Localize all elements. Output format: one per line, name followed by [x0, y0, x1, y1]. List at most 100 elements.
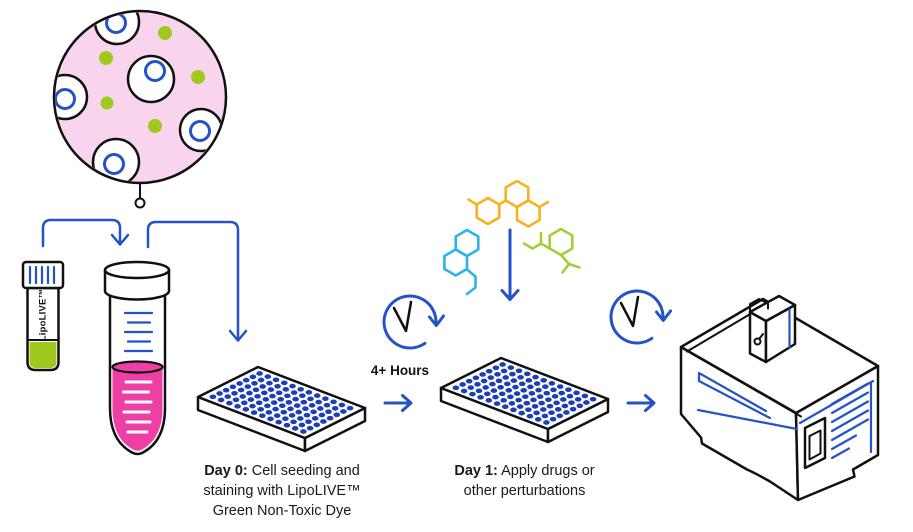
well — [535, 387, 542, 393]
well — [331, 406, 339, 411]
well — [267, 387, 275, 392]
well — [239, 394, 246, 399]
well — [510, 407, 517, 413]
well-plate-day1 — [439, 356, 610, 444]
well — [541, 413, 549, 419]
well — [269, 393, 276, 399]
well — [493, 401, 501, 406]
tube-cap-top — [103, 260, 171, 280]
well — [320, 419, 327, 424]
well — [479, 372, 486, 377]
well — [525, 378, 533, 383]
well — [279, 403, 286, 409]
well — [513, 391, 521, 396]
well — [480, 378, 488, 384]
well — [492, 394, 499, 400]
well — [275, 419, 283, 425]
tube-liquid — [112, 368, 163, 451]
molecule-bond — [475, 196, 501, 226]
well — [499, 362, 506, 367]
well — [252, 387, 260, 393]
molecule-cyan — [443, 228, 480, 296]
well — [272, 377, 280, 383]
well — [323, 402, 331, 408]
well — [246, 390, 253, 396]
well — [266, 380, 273, 386]
cell-nucleus-icon — [189, 120, 211, 142]
day0-caption: Day 0: Cell seeding and staining with Li… — [182, 461, 382, 521]
molecule-bond — [515, 199, 541, 228]
well — [259, 413, 266, 419]
well — [509, 371, 516, 377]
well — [550, 387, 557, 393]
well — [502, 375, 510, 380]
well — [216, 391, 223, 396]
imaging-instrument — [679, 294, 880, 502]
well — [261, 390, 268, 396]
magnified-cell-view — [52, 9, 228, 209]
day0-label: Day 0: — [204, 463, 248, 479]
day1-caption: Day 1: Apply drugs or other perturbation… — [437, 461, 612, 501]
well — [333, 412, 341, 418]
well — [469, 391, 476, 397]
lipid-droplets — [99, 26, 205, 133]
well — [308, 403, 316, 408]
well — [281, 380, 288, 386]
well — [273, 413, 281, 418]
well — [242, 377, 250, 383]
instrument-lid-seams — [686, 309, 802, 418]
molecule-yellow — [467, 179, 550, 228]
well — [254, 393, 261, 399]
well — [298, 422, 306, 428]
instrument-handle-inner — [808, 429, 822, 461]
well — [497, 384, 504, 390]
well — [482, 385, 490, 390]
well — [244, 384, 252, 389]
well — [242, 407, 250, 412]
lipid-droplet-icon — [148, 119, 162, 133]
reagent-vial — [21, 260, 65, 372]
well — [581, 393, 589, 399]
well — [249, 374, 257, 380]
well — [518, 381, 526, 387]
well — [267, 416, 274, 422]
well — [542, 384, 549, 390]
well — [257, 406, 265, 412]
cell-nucleus-icon — [55, 88, 76, 110]
well — [494, 371, 501, 377]
well — [236, 381, 243, 386]
well — [523, 400, 531, 406]
power-icon — [753, 337, 762, 346]
well — [540, 407, 547, 412]
well — [291, 426, 299, 431]
well — [515, 368, 523, 374]
well — [498, 391, 506, 397]
well — [532, 374, 539, 380]
day0-text: Cell seeding and staining with LipoLIVE™… — [203, 463, 361, 519]
well — [467, 385, 475, 390]
well — [326, 415, 334, 421]
well — [524, 371, 531, 377]
well — [576, 403, 584, 409]
molecule-bond — [498, 199, 507, 206]
instrument-front-accent — [696, 408, 799, 431]
well — [250, 410, 258, 415]
tube-liquid-graduations — [122, 380, 153, 434]
cells — [55, 12, 224, 182]
right-arrow-icon — [626, 394, 656, 412]
well — [293, 403, 301, 408]
well — [553, 400, 560, 406]
cell-nucleus-icon — [144, 60, 166, 82]
well — [270, 400, 278, 405]
well — [265, 410, 273, 415]
molecule-bond — [465, 268, 477, 296]
well — [507, 365, 515, 370]
well — [505, 388, 513, 393]
well — [330, 399, 337, 405]
well — [554, 407, 562, 412]
clock-icon — [609, 289, 672, 345]
well — [264, 374, 272, 379]
well — [340, 409, 347, 414]
well — [315, 399, 323, 405]
